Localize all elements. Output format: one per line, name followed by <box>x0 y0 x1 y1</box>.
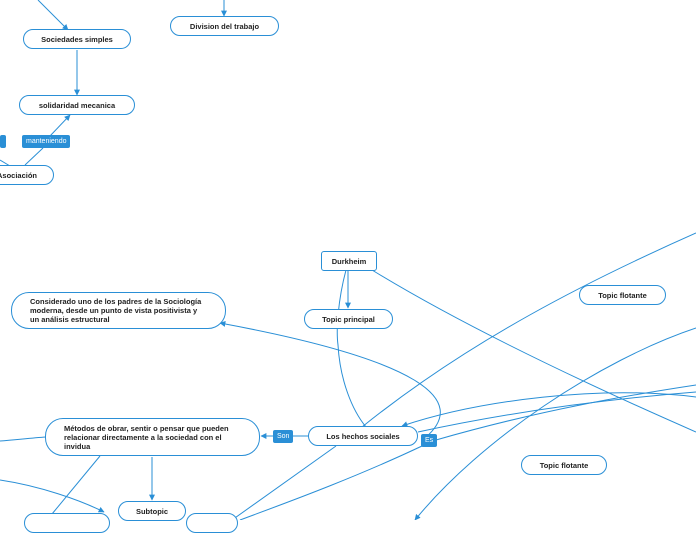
node-asociacion[interactable]: Asociación <box>0 165 54 185</box>
node-topic-flotante-1[interactable]: Topic flotante <box>579 285 666 305</box>
connector-left-to-subtopic <box>0 479 105 513</box>
connector-hechos-to-topright <box>361 232 696 428</box>
node-sociedades-simples[interactable]: Sociedades simples <box>23 29 131 49</box>
connector-durkheim-left-curve <box>336 269 367 428</box>
connector-asociacion-to-manteniendo <box>24 147 44 166</box>
node-bottom-left-partial[interactable] <box>24 513 110 533</box>
connector-metodos-to-bottomleft <box>51 455 101 515</box>
connector-hechos-right-2 <box>417 391 696 433</box>
connector-metodos-left <box>0 436 47 442</box>
tag-manteniendo[interactable]: manteniendo <box>22 135 71 148</box>
node-subtopic[interactable]: Subtopic <box>118 501 186 521</box>
connector-manteniendo-to-solidaridad <box>49 114 71 137</box>
tag-es[interactable]: Es <box>421 434 438 447</box>
connector-lines <box>0 0 696 520</box>
connector-durkheim-to-right <box>371 269 696 433</box>
node-considerado[interactable]: Considerado uno de los padres de la Soci… <box>11 292 226 329</box>
node-hechos-sociales[interactable]: Los hechos sociales <box>308 426 418 446</box>
connector-hechos-to-considerado <box>219 321 441 439</box>
connector-right-to-hechos <box>401 392 696 428</box>
node-topic-flotante-2[interactable]: Topic flotante <box>521 455 607 475</box>
node-bottom-right-partial[interactable] <box>186 513 238 533</box>
connector-right-to-bottom <box>414 327 696 520</box>
connector-hechos-to-bottom <box>231 445 337 520</box>
connector-offscreen-to-sociedades <box>37 0 69 31</box>
node-topic-principal[interactable]: Topic principal <box>304 309 393 329</box>
tag-son[interactable]: Son <box>273 430 294 443</box>
node-metodos[interactable]: Métodos de obrar, sentir o pensar que pu… <box>45 418 260 456</box>
tag-offscreen-left[interactable] <box>0 135 6 148</box>
connector-es-to-bottom <box>239 445 423 520</box>
connector-es-to-right <box>435 384 696 441</box>
node-solidaridad-mecanica[interactable]: solidaridad mecanica <box>19 95 135 115</box>
node-durkheim[interactable]: Durkheim <box>321 251 377 271</box>
node-division-del-trabajo[interactable]: Division del trabajo <box>170 16 279 36</box>
